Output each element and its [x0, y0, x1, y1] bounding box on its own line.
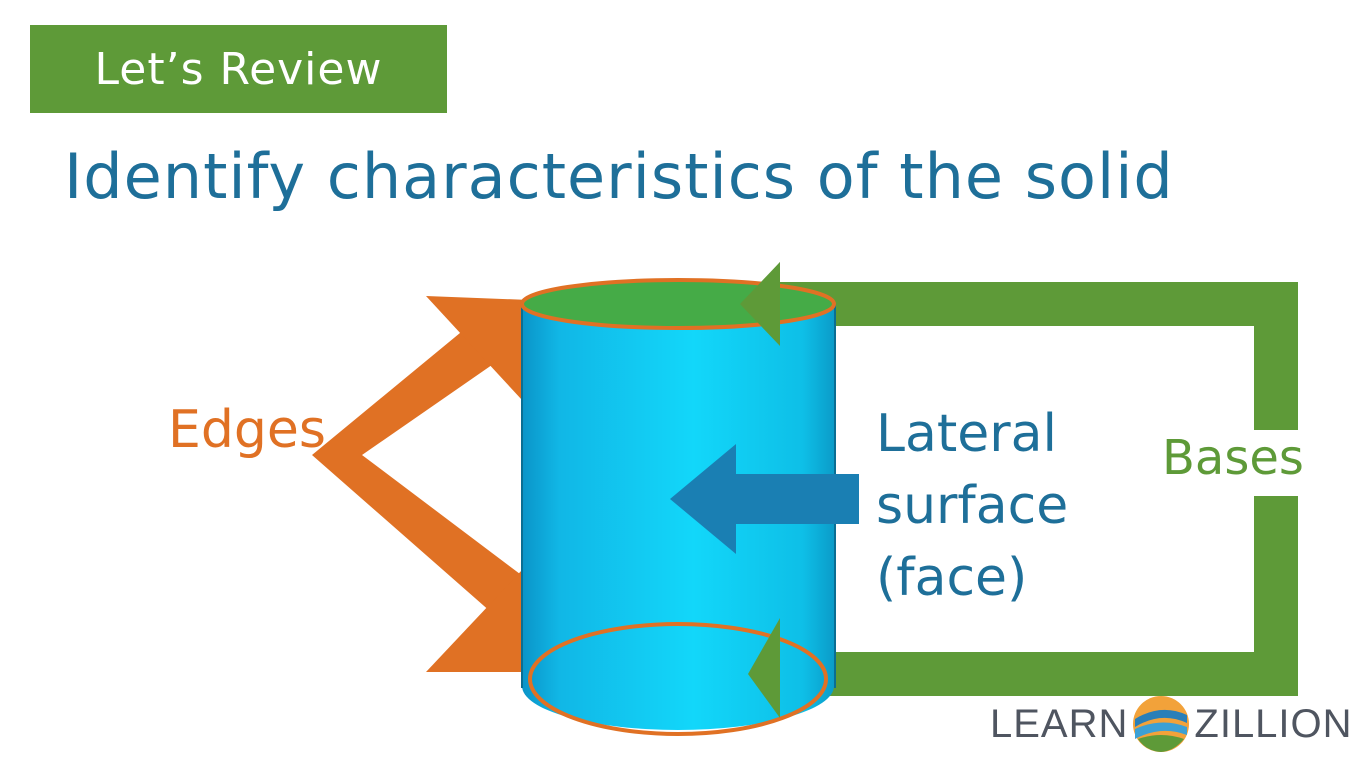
banner-background	[30, 25, 447, 113]
lateral-surface-arrow	[670, 444, 859, 554]
bases-bracket-arrow	[742, 262, 1298, 718]
learnzillion-logo: LEARN ZILLION	[990, 696, 1353, 752]
edges-label: Edges	[168, 400, 326, 460]
bottom-base	[528, 622, 828, 736]
lets-review-banner: Let’s Review	[30, 25, 447, 113]
page-title: Identify characteristics of the solid	[64, 140, 1174, 213]
bases-label: Bases	[1162, 430, 1304, 486]
logo-text-left: LEARN	[990, 701, 1129, 746]
banner-label: Let’s Review	[94, 43, 383, 95]
bases-arrow-heads	[740, 262, 780, 718]
lateral-line-1: Lateral	[876, 404, 1057, 464]
lateral-line-3: (face)	[876, 548, 1028, 608]
logo-mark-icon	[1133, 696, 1190, 752]
lateral-line-2: surface	[876, 476, 1069, 536]
lateral-surface-label: Lateral surface (face)	[876, 398, 1068, 614]
top-base	[520, 278, 836, 330]
edges-arrows	[312, 296, 530, 672]
logo-text-right: ZILLION	[1194, 701, 1353, 746]
